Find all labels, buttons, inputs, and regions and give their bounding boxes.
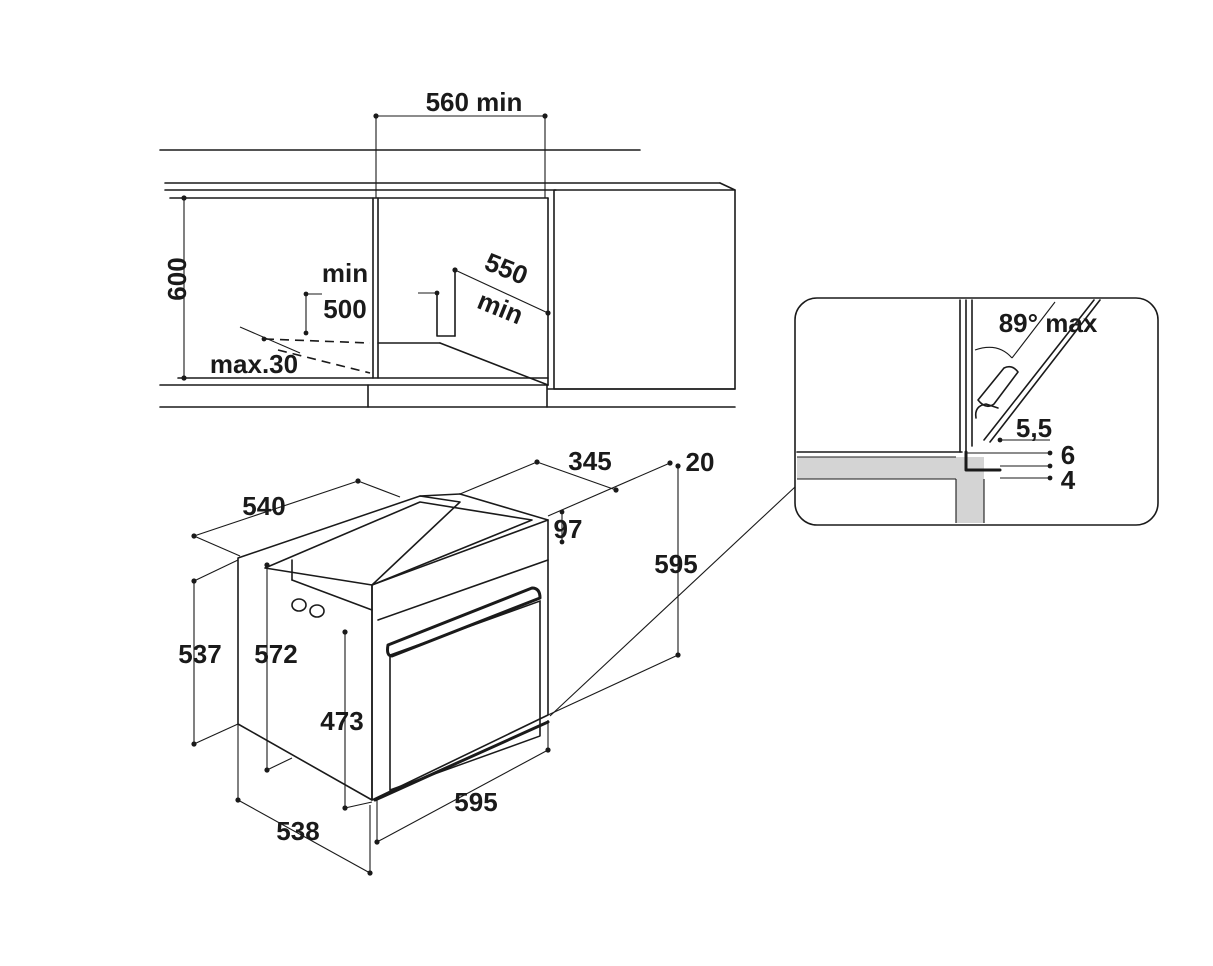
- detail-angle: 89° max: [999, 308, 1098, 338]
- detail-inset: [794, 297, 1159, 526]
- dim-595-height: 595: [654, 549, 697, 579]
- cabinet-drawing: [159, 113, 736, 408]
- detail-gap-5-5: 5,5: [1016, 413, 1052, 443]
- detail-gap-4: 4: [1061, 465, 1076, 495]
- dim-max-30: max.30: [210, 349, 298, 379]
- dim-550-min: min: [473, 285, 527, 330]
- dim-540: 540: [242, 491, 285, 521]
- dim-min-label: min: [322, 258, 368, 288]
- detail-gap-6: 6: [1061, 440, 1075, 470]
- dim-572: 572: [254, 639, 297, 669]
- dim-538: 538: [276, 816, 319, 846]
- dim-500: 500: [323, 294, 366, 324]
- dim-550: 550: [481, 247, 532, 291]
- dim-560-min: 560 min: [426, 87, 523, 117]
- dim-595-width: 595: [454, 787, 497, 817]
- dim-97: 97: [554, 514, 583, 544]
- oven-dimension-lines: [191, 459, 796, 876]
- dim-345: 345: [568, 446, 611, 476]
- dim-473: 473: [320, 706, 363, 736]
- dim-537: 537: [178, 639, 221, 669]
- dim-20: 20: [686, 447, 715, 477]
- dim-600: 600: [162, 257, 192, 300]
